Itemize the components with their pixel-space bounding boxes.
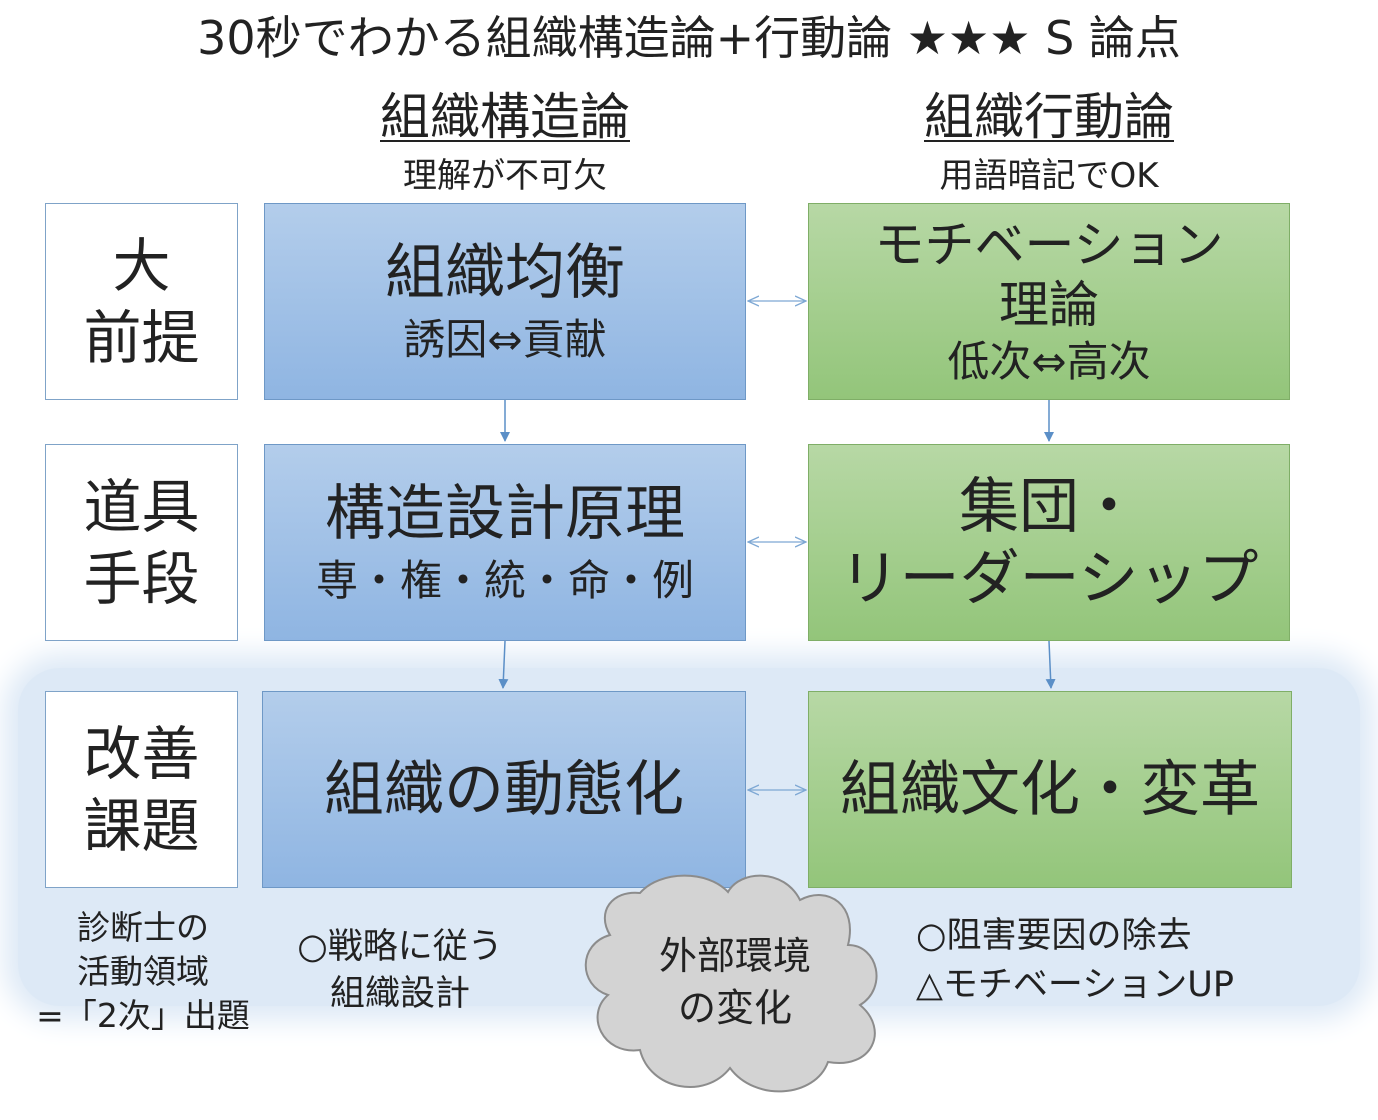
box-group-leadership: 集団・ リーダーシップ <box>808 444 1290 641</box>
arrow-group-to-culture <box>1045 640 1056 689</box>
box-title-line: 理論 <box>999 275 1099 334</box>
box-motivation-theory: モチベーション 理論 低次⇔高次 <box>808 203 1290 400</box>
box-detail: 専・権・統・命・例 <box>315 555 694 605</box>
box-title: 組織の動態化 <box>324 754 684 825</box>
note-line: 活動領域 <box>77 952 209 991</box>
row-label-line: 大 <box>112 231 171 300</box>
box-title-line: 集団・ <box>959 471 1139 542</box>
row-label-line: 改善 <box>83 719 200 788</box>
box-organizational-dynamization: 組織の動態化 <box>262 691 746 888</box>
note-line: ○阻害要因の除去 <box>916 916 1192 956</box>
box-title-line: モチベーション <box>874 215 1224 274</box>
cloud-shape <box>584 874 878 1093</box>
note-structure: ○戦略に従う 組織設計 <box>270 924 530 1018</box>
note-line: =「2次」出題 <box>36 996 250 1035</box>
box-title: 組織均衡 <box>385 237 625 308</box>
box-organizational-equilibrium: 組織均衡 誘因⇔貢献 <box>264 203 746 400</box>
row-label-line: 前提 <box>83 303 200 372</box>
row-label-premise: 大 前提 <box>45 203 238 400</box>
behavior-column-heading: 組織行動論 <box>924 88 1174 146</box>
note-line: 組織設計 <box>329 974 470 1014</box>
behavior-column-subheading: 用語暗記でOK <box>939 156 1159 196</box>
structure-column-heading: 組織構造論 <box>380 88 630 146</box>
page-title: 30秒でわかる組織構造論+行動論 ★★★ S 論点 <box>197 11 1181 65</box>
cloud-label: 外部環境 の変化 <box>620 930 850 1034</box>
box-culture-change: 組織文化・変革 <box>808 691 1292 888</box>
row-label-improvement: 改善 課題 <box>45 691 238 888</box>
note-consultant-domain: 診断士の 活動領域 =「2次」出題 <box>30 906 256 1038</box>
box-structure-design-principles: 構造設計原理 専・権・統・命・例 <box>264 444 746 641</box>
box-detail: 誘因⇔貢献 <box>403 314 607 364</box>
note-behavior: ○阻害要因の除去 △モチベーションUP <box>916 912 1366 1010</box>
note-line: 診断士の <box>77 908 209 947</box>
row-label-line: 課題 <box>83 791 200 860</box>
box-title: 構造設計原理 <box>325 478 685 549</box>
structure-column-subheading: 理解が不可欠 <box>403 156 607 196</box>
box-title-line: リーダーシップ <box>839 543 1259 614</box>
note-line: △モチベーションUP <box>916 965 1234 1005</box>
cloud-line: の変化 <box>677 986 792 1030</box>
cloud-line: 外部環境 <box>658 934 811 978</box>
box-detail: 低次⇔高次 <box>947 336 1151 386</box>
row-label-line: 道具 <box>83 472 200 541</box>
row-label-line: 手段 <box>83 544 200 613</box>
box-title: 組織文化・変革 <box>840 754 1260 825</box>
note-line: ○戦略に従う <box>297 927 503 967</box>
arrow-design-to-dynamization <box>498 640 509 689</box>
row-label-tools: 道具 手段 <box>45 444 238 641</box>
